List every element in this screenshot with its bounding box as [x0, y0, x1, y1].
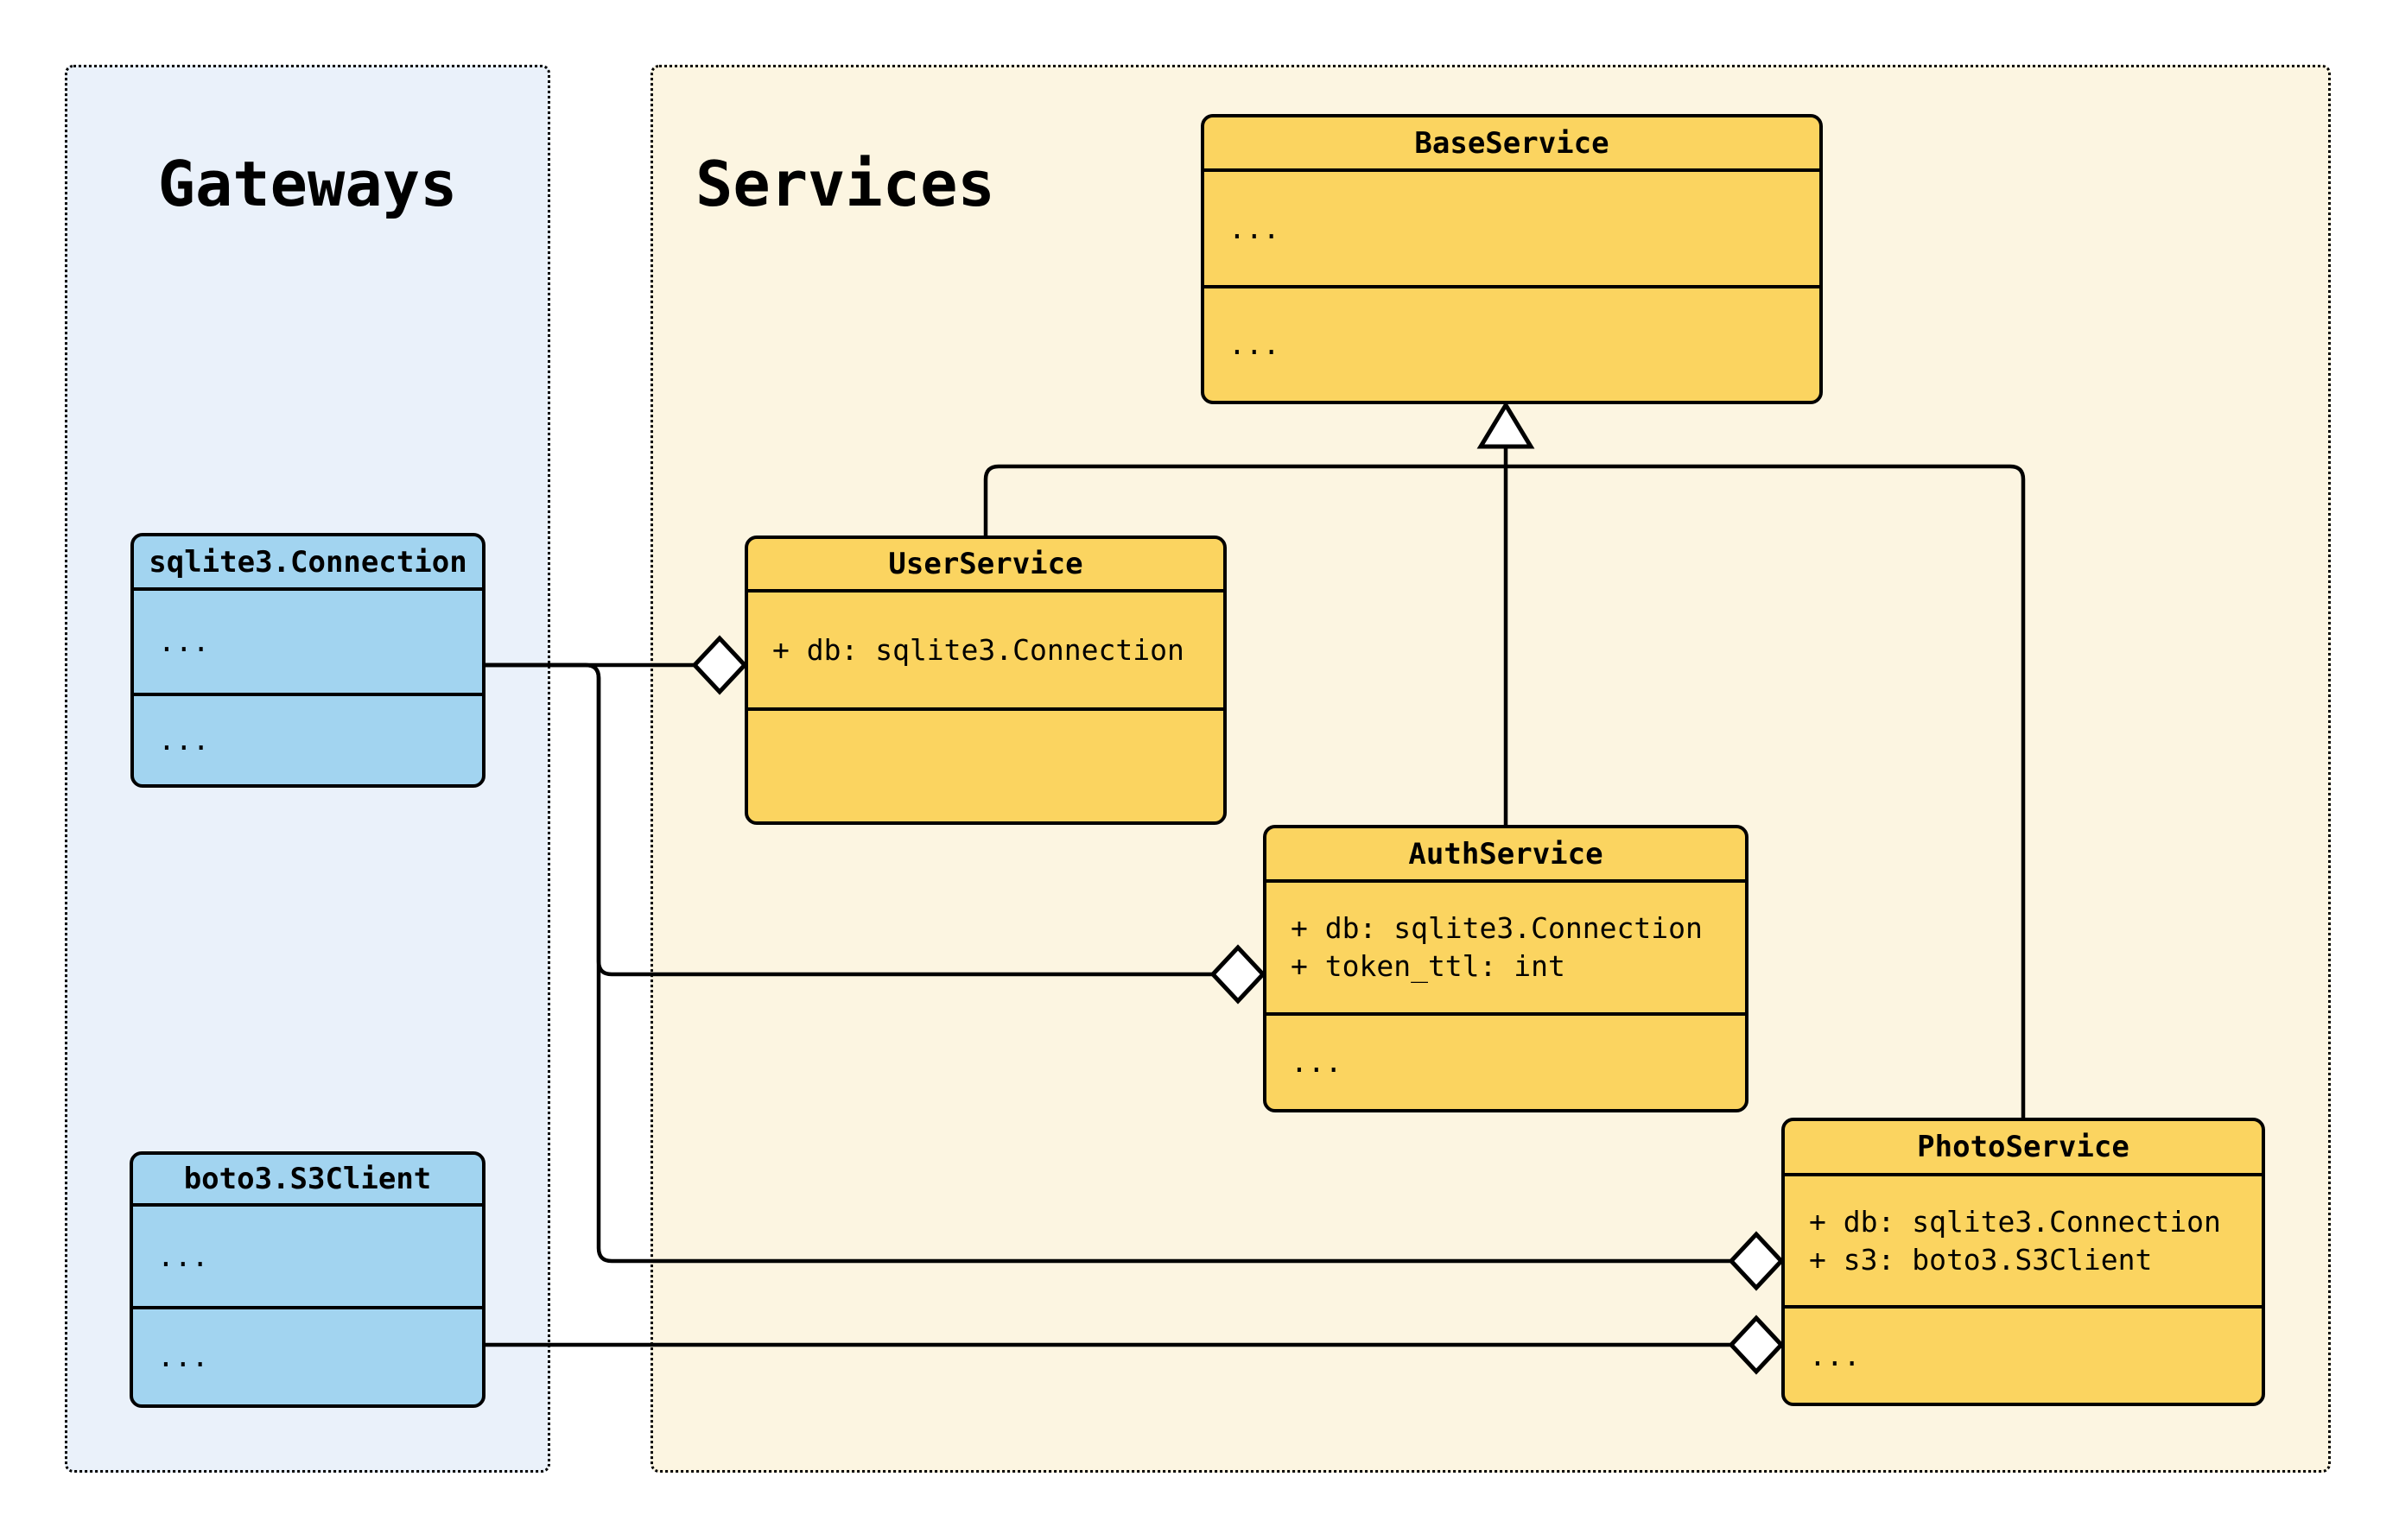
class-attribute: ...	[158, 624, 210, 658]
class-box-userservice: UserService + db: sqlite3.Connection	[745, 536, 1227, 825]
class-method: ...	[157, 1340, 209, 1373]
class-title: boto3.S3Client	[133, 1155, 482, 1207]
class-methods-compartment: ...	[1266, 1016, 1745, 1109]
class-methods-compartment: ...	[133, 1309, 482, 1404]
class-title: UserService	[748, 539, 1223, 593]
class-method: ...	[158, 723, 210, 757]
class-box-boto3-s3client: boto3.S3Client ... ...	[130, 1151, 486, 1408]
class-attribute: + s3: boto3.S3Client	[1809, 1242, 2153, 1277]
class-attribute: + db: sqlite3.Connection	[772, 632, 1184, 667]
class-attribute: ...	[157, 1239, 209, 1273]
class-attribute: + token_ttl: int	[1291, 949, 1565, 983]
class-title: PhotoService	[1785, 1121, 2262, 1176]
class-attributes-compartment: + db: sqlite3.Connection	[748, 593, 1223, 711]
class-attribute: + db: sqlite3.Connection	[1809, 1204, 2221, 1239]
class-title: BaseService	[1204, 117, 1819, 172]
class-method: ...	[1291, 1045, 1342, 1079]
group-gateways-title: Gateways	[157, 148, 458, 220]
class-box-baseservice: BaseService ... ...	[1201, 114, 1823, 404]
class-method: ...	[1228, 327, 1280, 361]
class-attribute: + db: sqlite3.Connection	[1291, 911, 1703, 945]
class-box-photoservice: PhotoService + db: sqlite3.Connection + …	[1781, 1118, 2265, 1406]
class-box-authservice: AuthService + db: sqlite3.Connection + t…	[1263, 825, 1748, 1112]
class-title: AuthService	[1266, 828, 1745, 883]
class-title: sqlite3.Connection	[134, 536, 482, 591]
class-attributes-compartment: + db: sqlite3.Connection + s3: boto3.S3C…	[1785, 1176, 2262, 1309]
class-methods-compartment: ...	[1785, 1309, 2262, 1403]
class-attributes-compartment: ...	[133, 1207, 482, 1309]
class-attributes-compartment: + db: sqlite3.Connection + token_ttl: in…	[1266, 883, 1745, 1016]
group-services-title: Services	[695, 148, 995, 220]
class-attribute: ...	[1228, 211, 1280, 245]
class-box-sqlite3-connection: sqlite3.Connection ... ...	[130, 533, 486, 788]
class-attributes-compartment: ...	[134, 591, 482, 696]
class-methods-compartment: ...	[134, 696, 482, 784]
class-method: ...	[1809, 1338, 1861, 1372]
class-attributes-compartment: ...	[1204, 172, 1819, 288]
class-methods-compartment	[748, 711, 1223, 821]
class-methods-compartment: ...	[1204, 288, 1819, 401]
